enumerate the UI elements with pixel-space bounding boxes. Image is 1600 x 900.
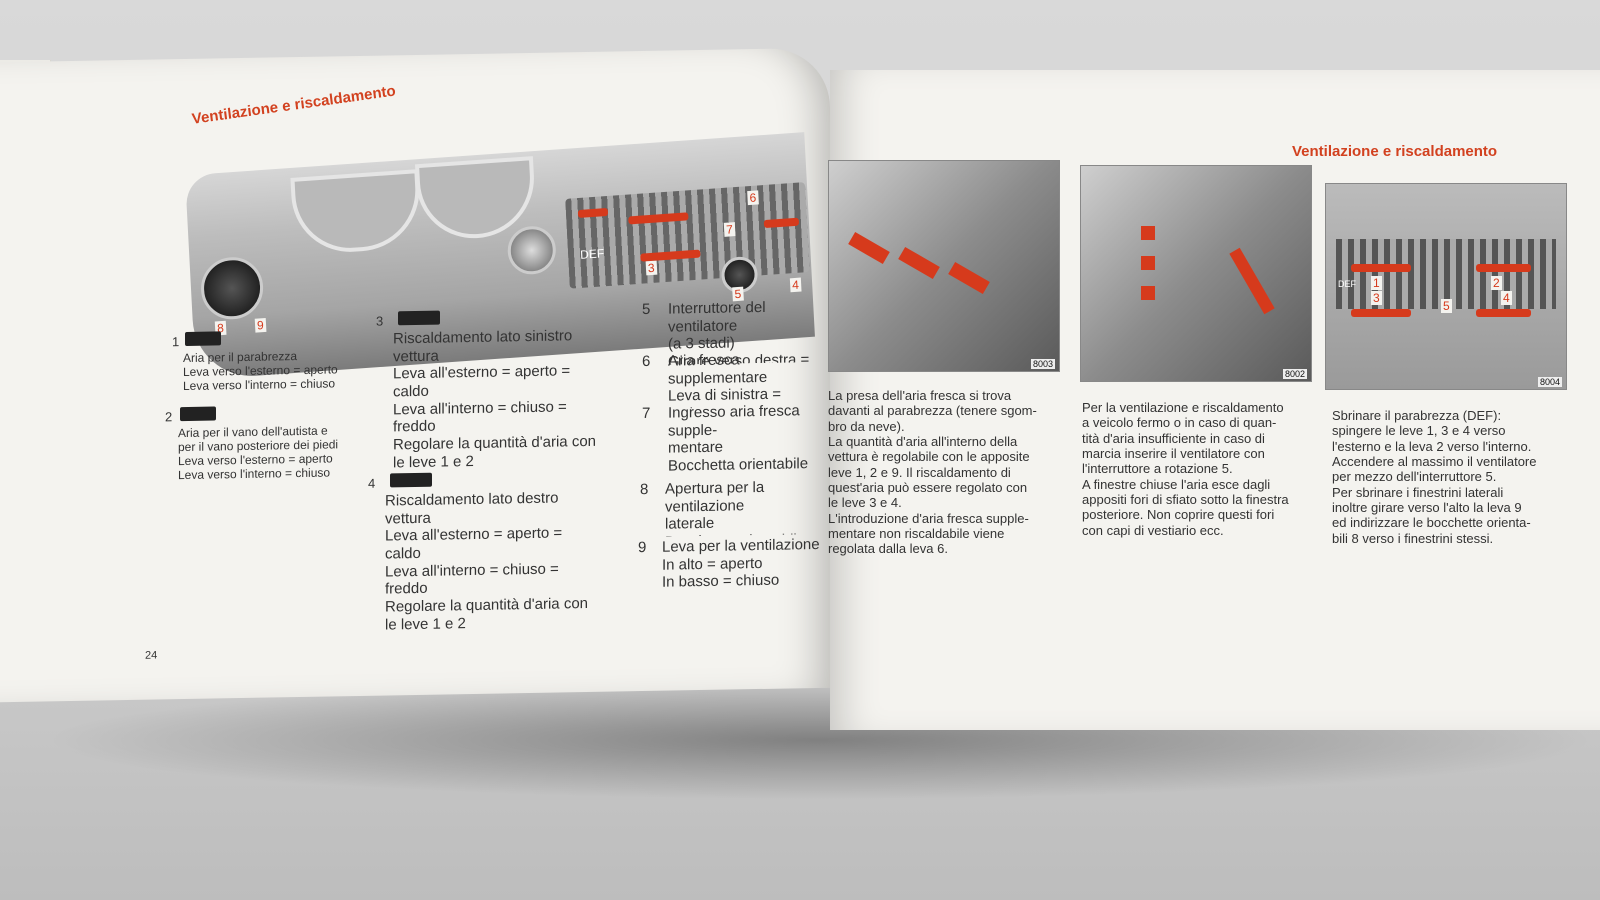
lever-icon (390, 472, 432, 488)
photo-code: 8003 (1030, 359, 1055, 369)
item-text-3: Riscaldamento lato sinistro vettura Leva… (393, 327, 596, 472)
dash-label-4: 4 (789, 277, 802, 293)
item-text-2: Aria per il vano dell'autista e per il v… (178, 423, 339, 483)
dash-label-9: 9 (254, 317, 267, 333)
def-label: DEF (579, 246, 605, 262)
right-text-col3: Sbrinare il parabrezza (DEF): spingere l… (1332, 408, 1537, 546)
ignition-icon (506, 224, 557, 276)
vent-grille (565, 182, 810, 289)
photo-code: 8004 (1537, 377, 1562, 387)
photo-label-5: 5 (1441, 299, 1452, 313)
lever-icon (398, 310, 440, 326)
item-number-8: 8 (640, 480, 649, 499)
arrow-icon (1476, 309, 1531, 317)
photo-label-3: 3 (1371, 291, 1382, 305)
arrow-icon (1141, 226, 1155, 240)
arrow-icon (948, 261, 990, 295)
lever-icon (185, 331, 221, 347)
photo-windshield: 8003 (828, 160, 1060, 372)
item-number-2: 2 (165, 409, 173, 425)
left-page: Ventilazione e riscaldamento DEF 8 9 3 5… (0, 47, 830, 703)
dash-label-6: 6 (747, 190, 759, 206)
photo-rear-window: 8002 (1080, 165, 1312, 382)
item-number-1: 1 (172, 334, 180, 350)
item-text-7: Ingresso aria fresca supple- mentare Boc… (668, 402, 809, 476)
item-number-3: 3 (376, 313, 384, 329)
item-number-7: 7 (642, 404, 651, 423)
item-number-4: 4 (368, 475, 376, 491)
left-page-header: Ventilazione e riscaldamento (190, 82, 397, 128)
photo-label-1: 1 (1371, 276, 1382, 290)
arrow-icon (1229, 247, 1275, 315)
arrow-icon (1351, 309, 1411, 317)
gauge-left (290, 169, 423, 256)
right-page-header: Ventilazione e riscaldamento (1292, 143, 1498, 160)
lever-icon (180, 406, 216, 422)
item-text-1: Aria per il parabrezza Leva verso l'este… (183, 349, 338, 394)
photo-code: 8002 (1282, 369, 1307, 379)
photo-defrost-controls: 1 2 3 4 5 DEF 8004 (1325, 183, 1567, 390)
arrow-icon (1141, 286, 1155, 300)
arrow-icon (1351, 264, 1411, 272)
arrow-icon (1476, 264, 1531, 272)
arrow-icon (1141, 256, 1155, 270)
item-text-6: Aria fresca supplementare Leva di sinist… (668, 351, 781, 408)
item-text-9: Leva per la ventilazione In alto = apert… (662, 535, 820, 592)
right-text-col1: La presa dell'aria fresca si trova davan… (828, 388, 1037, 557)
item-number-9: 9 (638, 538, 647, 557)
item-text-4: Riscaldamento lato destro vettura Leva a… (385, 489, 588, 634)
item-text-8: Apertura per la ventilazione laterale Bo… (665, 478, 805, 537)
arrow-icon (898, 246, 940, 280)
right-page: Ventilazione e riscaldamento 8003 8002 1… (828, 70, 1600, 730)
def-label: DEF (1338, 279, 1356, 289)
right-text-col2: Per la ventilazione e riscaldamento a ve… (1082, 400, 1289, 538)
item-number-5: 5 (642, 300, 651, 319)
page-number: 24 (145, 649, 158, 662)
item-number-6: 6 (642, 352, 651, 371)
photo-label-2: 2 (1491, 276, 1502, 290)
photo-label-4: 4 (1501, 291, 1512, 305)
dash-label-7: 7 (723, 222, 736, 237)
round-vent-icon (199, 255, 265, 322)
arrow-icon (848, 231, 890, 265)
dash-label-3: 3 (645, 260, 658, 276)
